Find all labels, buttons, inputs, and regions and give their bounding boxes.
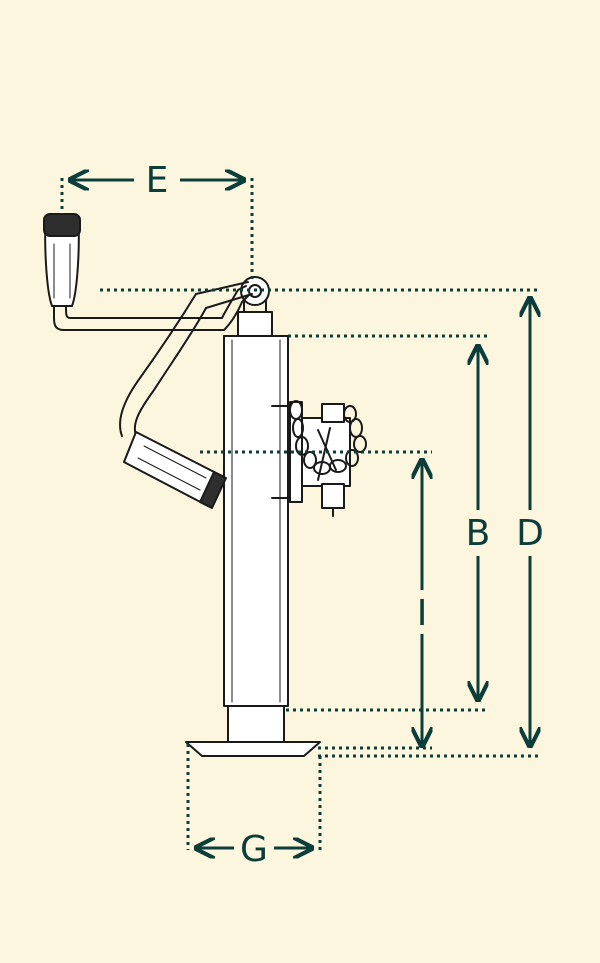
dim-label-b: B (466, 513, 491, 554)
jack-drawing (43, 213, 367, 757)
dim-label-i: I (417, 593, 428, 634)
foot-plate (185, 741, 321, 757)
top-cap (237, 311, 273, 337)
inner-tube (227, 705, 285, 743)
safety-chain (289, 400, 367, 481)
crank-handle-lower (119, 281, 253, 509)
dim-label-d: D (516, 513, 544, 554)
dimension-labels: E D B I G (146, 160, 544, 870)
dimension-lines (60, 178, 540, 850)
dim-label-e: E (146, 160, 169, 201)
dim-label-g: G (240, 829, 268, 870)
outer-tube (223, 335, 289, 707)
crank-handle-upper (43, 213, 249, 331)
